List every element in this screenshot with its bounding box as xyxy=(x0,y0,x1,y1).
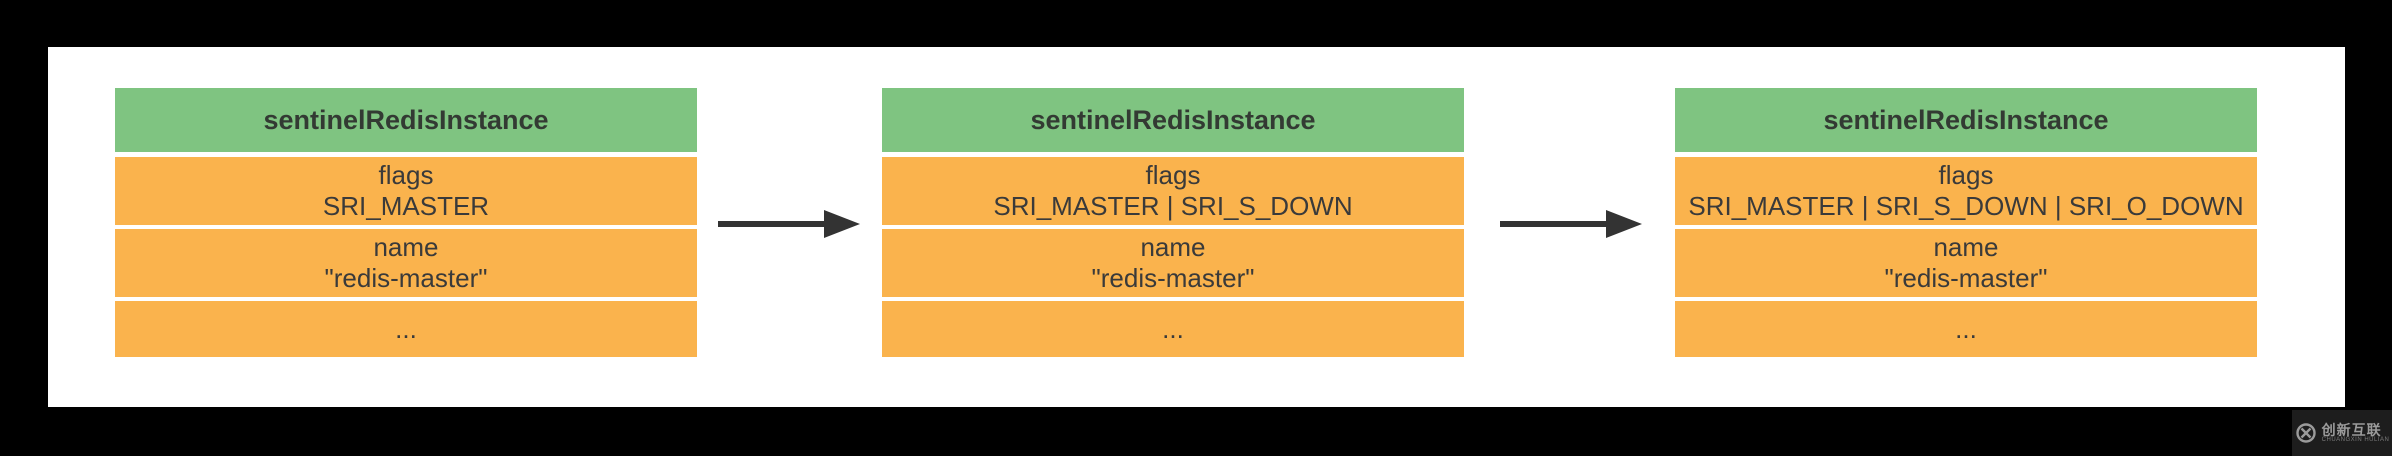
struct-box-3-name-row: name "redis-master" xyxy=(1675,229,2257,297)
name-label: name xyxy=(1140,232,1206,262)
watermark-tagline: CHUANGXIN HULIAN xyxy=(2321,437,2390,444)
struct-box-3-flags-row: flags SRI_MASTER | SRI_S_DOWN | SRI_O_DO… xyxy=(1675,157,2257,225)
struct-box-3: sentinelRedisInstance flags SRI_MASTER |… xyxy=(1675,88,2257,357)
watermark-brand: 创新互联 xyxy=(2321,421,2382,438)
arrow-right-icon xyxy=(1500,210,1642,238)
flags-label: flags xyxy=(1145,160,1201,190)
flags-value: SRI_MASTER | SRI_S_DOWN | SRI_O_DOWN xyxy=(1688,191,2244,221)
struct-box-2-name-row: name "redis-master" xyxy=(882,229,1464,297)
struct-box-2: sentinelRedisInstance flags SRI_MASTER |… xyxy=(882,88,1464,357)
struct-box-1: sentinelRedisInstance flags SRI_MASTER n… xyxy=(115,88,697,357)
ellipsis-label: ... xyxy=(1955,313,1977,344)
circle-x-icon xyxy=(2295,423,2316,443)
name-value: "redis-master" xyxy=(1884,263,2048,293)
flags-label: flags xyxy=(378,160,434,190)
flags-value: SRI_MASTER | SRI_S_DOWN xyxy=(993,191,1353,221)
name-value: "redis-master" xyxy=(324,263,488,293)
struct-box-1-flags-row: flags SRI_MASTER xyxy=(115,157,697,225)
struct-box-1-ellipsis-row: ... xyxy=(115,301,697,357)
watermark-text: 创新互联 CHUANGXIN HULIAN xyxy=(2321,421,2390,444)
struct-box-2-flags-row: flags SRI_MASTER | SRI_S_DOWN xyxy=(882,157,1464,225)
struct-box-2-ellipsis-row: ... xyxy=(882,301,1464,357)
struct-box-1-header: sentinelRedisInstance xyxy=(115,88,697,152)
diagram-canvas: sentinelRedisInstance flags SRI_MASTER n… xyxy=(48,47,2345,407)
name-label: name xyxy=(1933,232,1999,262)
flags-label: flags xyxy=(1938,160,1994,190)
struct-box-2-header: sentinelRedisInstance xyxy=(882,88,1464,152)
flags-value: SRI_MASTER xyxy=(322,191,490,221)
struct-box-3-header: sentinelRedisInstance xyxy=(1675,88,2257,152)
struct-box-1-name-row: name "redis-master" xyxy=(115,229,697,297)
ellipsis-label: ... xyxy=(395,313,417,344)
name-value: "redis-master" xyxy=(1091,263,1255,293)
watermark: 创新互联 CHUANGXIN HULIAN xyxy=(2292,410,2392,456)
struct-box-3-ellipsis-row: ... xyxy=(1675,301,2257,357)
arrow-right-icon xyxy=(718,210,860,238)
name-label: name xyxy=(373,232,439,262)
ellipsis-label: ... xyxy=(1162,313,1184,344)
